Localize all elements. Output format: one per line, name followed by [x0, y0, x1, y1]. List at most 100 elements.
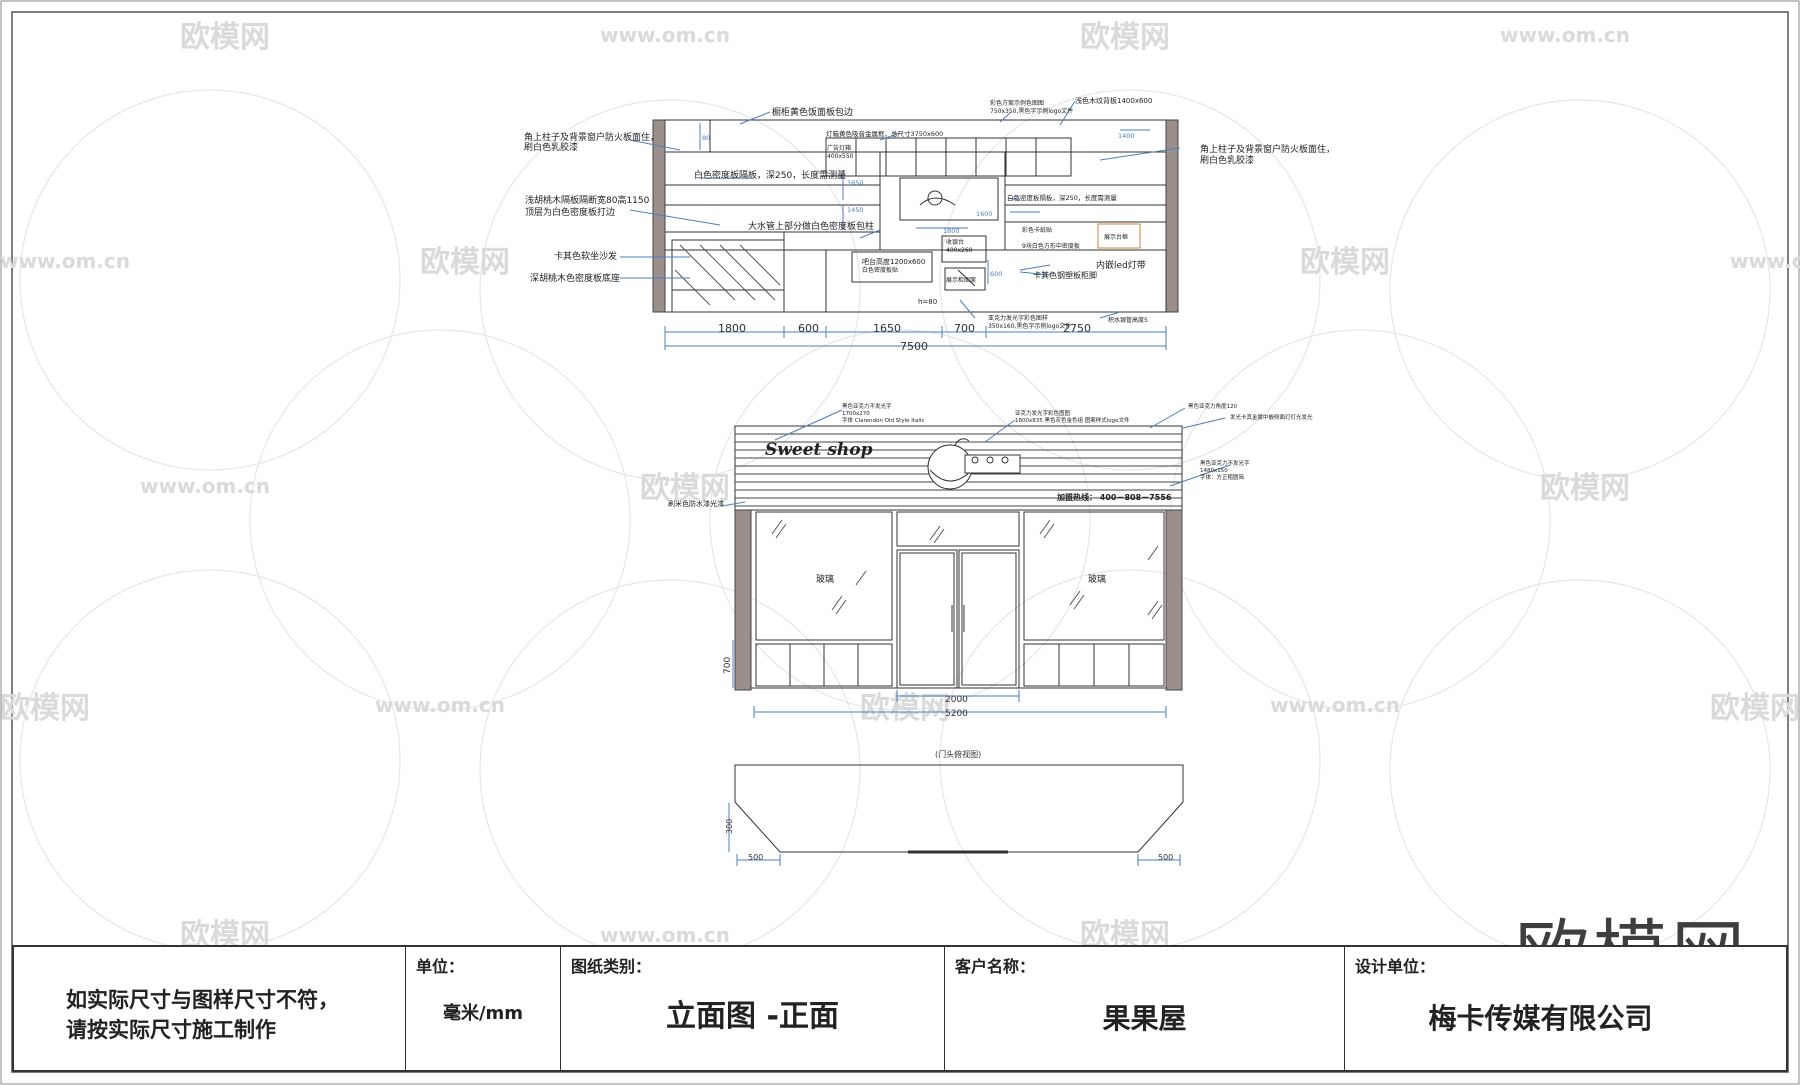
dim-small: 1650: [847, 179, 864, 187]
note-cabinet-edge: 橱柜黄色饭面板包边: [772, 106, 853, 118]
dim-front-total: 5200: [945, 709, 968, 719]
side-dimension-chain: [664, 326, 1167, 350]
watermark-pattern: [19, 89, 1771, 961]
sign-text: Sweet shop: [765, 440, 873, 460]
dim-small: h=80: [918, 298, 937, 306]
door-transom: [896, 511, 1020, 547]
note-square-board: 9块白色方形中密度板: [1022, 242, 1080, 250]
front-elevation-annotations: Sweet shop 加盟热线： 400－808－7556 玻璃 玻璃 黑色亚克…: [668, 402, 1313, 719]
watermark-site: www.om.cn: [1270, 693, 1400, 717]
watermark-brand: 欧模网: [1540, 471, 1630, 506]
front-left-column: [734, 509, 752, 691]
note-paper: 彩色卡纸贴: [1022, 226, 1052, 234]
designer-value: 梅卡传媒有限公司: [1428, 1002, 1653, 1035]
note-hotline-text: 黑色亚克力不发光字: [1200, 459, 1250, 467]
watermark-site: www.om.cn: [600, 23, 730, 47]
note-pipe: 大水管上部分做白色密度板包柱: [748, 220, 874, 232]
note-partition: 浅胡桃木隔板隔断宽80高1150: [525, 194, 650, 206]
drawing-frame: [11, 11, 1789, 1073]
client-label: 客户名称：: [955, 957, 1036, 976]
note-led: 内嵌led灯带: [1096, 259, 1146, 271]
side-elevation-annotations: 角上柱子及背景窗户防火板面住， 刷白色乳胶漆 浅胡桃木隔板隔断宽80高1150 …: [524, 96, 1335, 353]
dim-side-panel: 700: [723, 657, 733, 674]
left-door: [896, 549, 958, 689]
light-box: [825, 137, 1072, 177]
watermark-site: www.om.cn: [1730, 249, 1800, 273]
dim-segment: 1650: [873, 322, 901, 335]
dim-segment: 600: [798, 322, 819, 335]
note-paint: 刷米色防水漆光漆: [668, 499, 724, 508]
right-wall-column: [1165, 119, 1179, 313]
note-lightbox: 灯箱黄色吸音金属框，总尺寸3750x600: [826, 129, 943, 138]
plan-dim-left: 500: [748, 853, 763, 862]
note-logo-color: 彩色方案示例色图图: [990, 99, 1044, 107]
right-door: [958, 549, 1020, 689]
note-bar: 吧台高度1200x600: [862, 257, 925, 266]
note-display-pattern: 展示柜图案: [946, 276, 976, 284]
note-bar-finish: 白色密度板贴: [862, 266, 898, 274]
note-hotline-font: 字体：方正粗圆简: [1200, 473, 1245, 481]
note-sign-size: 1700x270: [842, 411, 870, 417]
note-partition-2: 顶层为白色密度板打边: [525, 206, 615, 218]
note-column-left: 角上柱子及背景窗户防火板面住，: [524, 131, 659, 143]
dim-small: 1600: [976, 210, 993, 218]
hotline-text: 加盟热线： 400－808－7556: [1056, 492, 1172, 502]
front-elevation: [721, 407, 1231, 718]
note-sign-font: 字体 Clarendon Old Style Italic: [842, 416, 924, 424]
title-block-note-cell: 如实际尺寸与图样尺寸不符， 请按实际尺寸施工制作: [14, 947, 406, 1070]
plan-dim-right: 500: [1158, 853, 1173, 862]
drawing-type-label: 图纸类别：: [571, 957, 652, 976]
note-light: 发光卡其金属中嵌侧面灯灯光发光: [1230, 413, 1313, 421]
note-adbox: 广告灯箱: [827, 144, 851, 152]
watermark-brand: 欧模网: [0, 691, 90, 726]
client-value: 果果屋: [1102, 1002, 1187, 1035]
logo-backboard: [899, 177, 999, 221]
unit-label: 单位：: [416, 957, 465, 976]
plan-view: [728, 764, 1184, 866]
dim-segment: 700: [954, 322, 975, 335]
front-right-column: [1165, 509, 1183, 691]
construction-note-line1: 如实际尺寸与图样尺寸不符，: [66, 988, 339, 1012]
dim-small: 1450: [847, 206, 864, 214]
side-elevation: [620, 100, 1181, 350]
watermark-brand: 欧模网: [1300, 245, 1390, 280]
title-block-client-cell: 客户名称： 果果屋: [945, 947, 1345, 1070]
plan-annotations: (门头俯视图) 500 500 300: [725, 749, 1173, 862]
right-glass-window: [1023, 511, 1165, 641]
note-logo-size: 1800x835 黑色灰色金色组 图案样式logo文件: [1015, 416, 1130, 424]
note-cashier-size: 400x260: [946, 247, 973, 254]
note-shelf: 白色密度板隔板，深250，长度需测量: [694, 169, 846, 181]
watermark-brand: 欧模网: [1710, 691, 1800, 726]
note-wood-panel: 浅色木纹背板1400x600: [1075, 96, 1152, 105]
plan-outline: [734, 764, 1184, 853]
note-column-left-2: 刷白色乳胶漆: [524, 141, 578, 153]
left-glass-window: [755, 511, 893, 641]
watermark-site: www.om.cn: [0, 249, 130, 273]
note-display-frame: 展示台框: [1104, 233, 1128, 241]
cashier: [941, 235, 987, 263]
glass-label-right: 玻璃: [1088, 573, 1106, 585]
dim-small: 1400: [1118, 132, 1135, 140]
note-column-right-2: 刷白色乳胶漆: [1200, 154, 1254, 166]
dim-small: 80: [702, 134, 710, 142]
dim-segment: 2750: [1063, 322, 1091, 335]
construction-note: 如实际尺寸与图样尺寸不符， 请按实际尺寸施工制作: [66, 985, 339, 1045]
note-water-pipe: 积水银管高度5: [1108, 316, 1148, 324]
title-block-designer-cell: 设计单位： 梅卡传媒有限公司: [1345, 947, 1786, 1070]
drawing-type-value: 立面图 -正面: [666, 999, 839, 1034]
fruit-logo: [927, 438, 1021, 490]
watermark-site: www.om.cn: [140, 474, 270, 498]
note-sofa-base: 深胡桃木色密度板底座: [530, 272, 620, 284]
dim-segment: 1800: [718, 322, 746, 335]
title-block: 如实际尺寸与图样尺寸不符， 请按实际尺寸施工制作 单位： 毫米/mm 图纸类别：…: [12, 945, 1788, 1072]
watermark-site: www.om.cn: [1500, 23, 1630, 47]
watermark-site: www.om.cn: [600, 923, 730, 947]
dim-total: 7500: [900, 340, 928, 353]
note-sign-text: 黑色亚克力不发光字: [842, 402, 892, 410]
front-dimension-chain: [732, 640, 1167, 718]
note-adbox-size: 400x550: [827, 153, 854, 160]
plan-title: (门头俯视图): [935, 749, 981, 759]
sofa: [671, 239, 785, 313]
